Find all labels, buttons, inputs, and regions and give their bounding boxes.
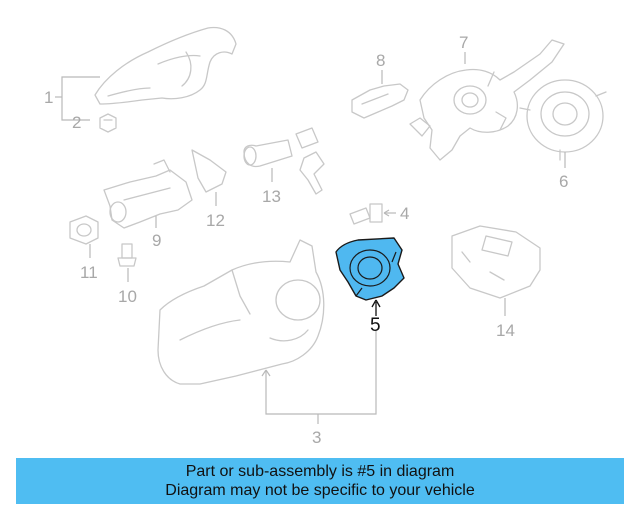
callout-3: 3 [312,428,321,447]
callout-7: 7 [459,33,468,52]
part-7-combination-switch[interactable] [409,39,565,161]
leader-1-2 [55,76,100,121]
part-4-screw[interactable] [349,203,383,225]
callout-2: 2 [72,113,81,132]
callout-6: 6 [559,172,568,191]
part-13-lock-cylinder[interactable] [243,127,325,195]
leader-4 [383,209,396,217]
part-3-lower-cover[interactable] [157,239,325,385]
callout-1: 1 [44,88,53,107]
callout-9: 9 [152,231,161,250]
banner-line-1: Part or sub-assembly is #5 in diagram [185,463,455,480]
part-1-upper-shroud[interactable] [94,26,237,105]
callout-8: 8 [376,51,385,70]
callout-10: 10 [118,287,137,306]
callout-4: 4 [400,204,409,223]
callout-12: 12 [206,211,225,230]
parts-diagram: 1 2 3 4 5 6 7 8 9 10 11 12 13 14 [44,26,607,447]
banner-line-2: Diagram may not be specific to your vehi… [165,482,475,499]
part-5-highlighted[interactable] [335,237,405,301]
callout-5: 5 [370,315,381,336]
part-11-bushing[interactable] [69,215,99,245]
leader-3 [261,330,377,424]
callout-11: 11 [80,263,98,282]
part-14-module[interactable] [451,225,541,299]
part-2-clip[interactable] [99,113,117,133]
part-9-lock-housing[interactable] [103,159,193,229]
leader-5 [371,299,381,316]
part-6-clock-spring[interactable] [519,79,607,161]
callout-14: 14 [496,321,515,340]
info-banner: Part or sub-assembly is #5 in diagram Di… [16,458,624,504]
part-8-switch[interactable] [351,83,409,119]
callout-13: 13 [262,187,281,206]
part-10-bolt[interactable] [117,243,137,267]
part-12-bracket[interactable] [191,149,227,193]
